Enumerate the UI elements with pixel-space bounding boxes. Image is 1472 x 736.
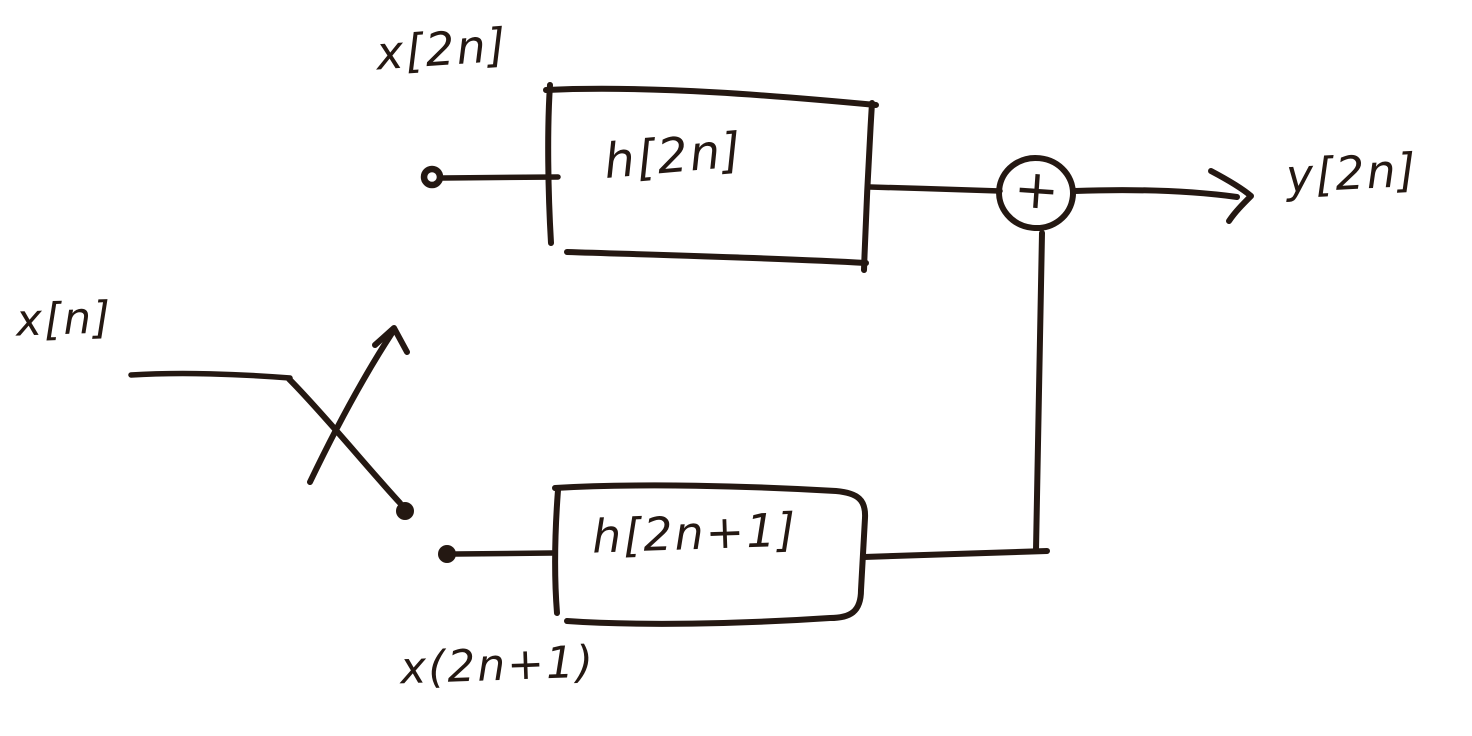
input-wire	[128, 370, 293, 381]
input-signal-label: x[n]	[15, 292, 114, 347]
lower-filter-block	[552, 482, 869, 627]
switch-direction-arrow	[307, 330, 395, 485]
upper-branch-wire	[440, 174, 561, 181]
switch-arrow-head-icon	[372, 325, 410, 355]
switch-arm	[286, 376, 403, 506]
adder-plus-symbol: +	[1011, 156, 1064, 223]
lower-branch-signal-label: x(2n+1)	[399, 636, 596, 695]
lower-filter-label: h[2n+1]	[591, 502, 799, 564]
lower-output-wire	[861, 548, 1050, 560]
upper-filter-block	[543, 82, 879, 273]
upper-output-wire	[867, 184, 1003, 194]
adder-node	[996, 154, 1076, 232]
output-signal-label: y[2n]	[1284, 142, 1419, 204]
output-wire	[1072, 187, 1240, 200]
upper-branch-signal-label: x[2n]	[374, 17, 510, 81]
upper-terminal-icon	[420, 165, 444, 189]
output-arrow-head-icon	[1208, 168, 1254, 224]
lower-to-adder-wire	[1033, 230, 1045, 553]
lower-branch-wire	[453, 550, 555, 557]
lower-terminal-icon	[438, 545, 456, 563]
switch-contact-dot	[396, 502, 414, 520]
